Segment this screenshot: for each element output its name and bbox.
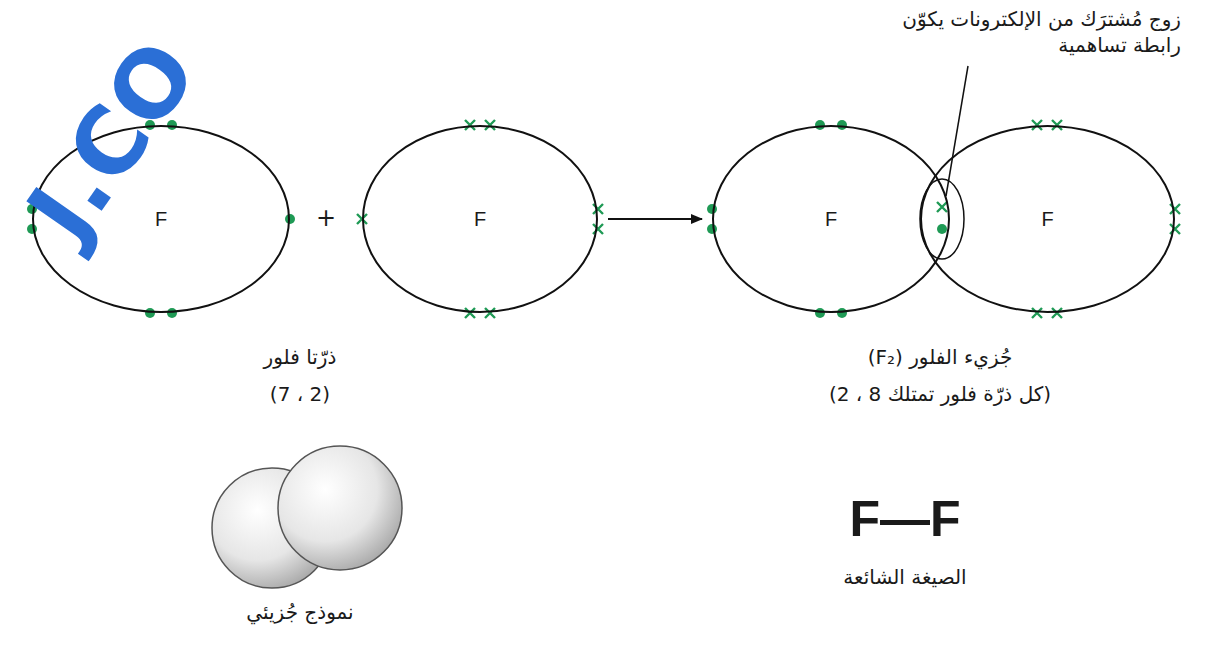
caption-label: نموذج جُزيئي [246, 600, 353, 624]
electron-config: (كل ذرّة فلور تمتلك 8 ، 2) [829, 382, 1051, 406]
molecular-model [212, 446, 402, 588]
caption-label: الصيغة الشائعة [843, 565, 966, 589]
electron-marks [27, 120, 1180, 318]
atom-circle: F [712, 125, 950, 313]
element-symbol: F [825, 208, 837, 231]
plus-sign: + [316, 204, 336, 232]
element-symbol: F [155, 208, 167, 231]
caption-label: جُزيء الفلور (F₂) [868, 345, 1013, 369]
reaction-arrow [608, 218, 702, 220]
element-symbol: F [474, 208, 486, 231]
caption-label: ذرّتا فلور [264, 345, 337, 369]
watermark: J.CO [7, 21, 218, 258]
structural-formula: F—F [849, 490, 960, 548]
atom-circle: F [362, 125, 598, 313]
atom-circle: F [920, 125, 1175, 313]
callout-text: زوج مُشترَك من الإلكترونات يكوّن رابطة ت… [851, 6, 1181, 58]
electron-config: (2 ، 7) [270, 382, 330, 406]
leader-line [946, 66, 968, 196]
element-symbol: F [1041, 208, 1053, 231]
